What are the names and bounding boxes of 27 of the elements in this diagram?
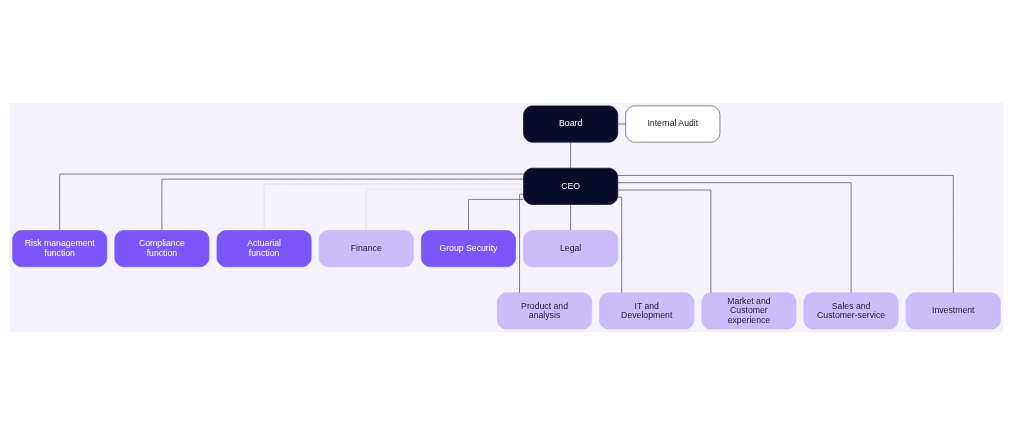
node-box: Investment xyxy=(905,292,1001,329)
node-box: Risk management function xyxy=(12,229,108,267)
connector xyxy=(519,193,524,293)
connector xyxy=(263,183,524,231)
node-box: Actuarial function xyxy=(216,229,312,267)
node-box: Product and analysis xyxy=(497,292,592,329)
connector xyxy=(617,189,712,293)
node-box: IT and Development xyxy=(599,292,695,329)
connector xyxy=(617,181,852,293)
connector xyxy=(161,178,524,231)
node-box: Group Security xyxy=(421,229,516,267)
connector xyxy=(365,188,524,231)
node-box: Compliance function xyxy=(114,229,210,267)
connector xyxy=(617,196,623,293)
node-box: Legal xyxy=(523,229,619,267)
node-box: CEO xyxy=(523,167,619,205)
node-box: Market and Customer experience xyxy=(701,292,797,329)
connector xyxy=(570,141,571,168)
connector xyxy=(468,198,524,231)
connector xyxy=(617,123,627,124)
node-box: Finance xyxy=(318,229,414,267)
node-box: Board xyxy=(523,105,619,142)
connector xyxy=(570,203,571,231)
connector xyxy=(617,174,954,293)
node-box: Sales and Customer-service xyxy=(803,292,899,329)
connector xyxy=(59,173,524,231)
node-box: Internal Audit xyxy=(625,105,721,142)
